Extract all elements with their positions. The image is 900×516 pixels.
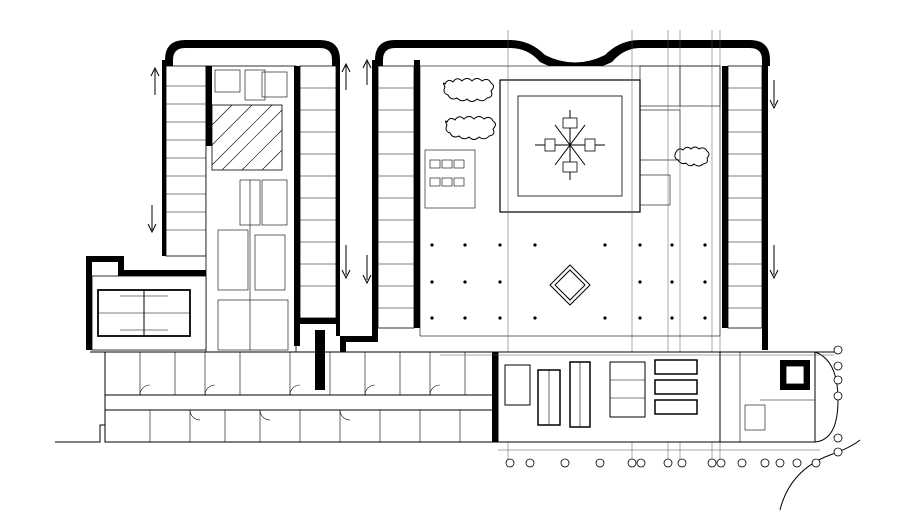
parking-stalls-left (165, 65, 207, 257)
grid-markers-right (833, 345, 843, 457)
atrium (499, 79, 641, 213)
ramp-arrow-icon (362, 58, 372, 285)
grid-leader-lines (440, 354, 834, 451)
hatched-area (211, 104, 283, 171)
east-block (719, 351, 861, 511)
podium-block (55, 330, 840, 443)
ramp-arrow-icon (147, 66, 160, 234)
central-hall (419, 30, 770, 460)
center-parking-wing (340, 40, 420, 352)
parking-stalls-mid-left (299, 65, 337, 319)
tennis-court (97, 289, 191, 337)
equipment-detail (548, 362, 645, 427)
podium-rooms (139, 352, 466, 442)
left-parking-wing (147, 40, 351, 357)
ramp-arrow-icon (341, 62, 351, 280)
grid-markers-bottom (505, 458, 821, 468)
door-swings (139, 384, 441, 421)
core-rooms-left (214, 69, 289, 351)
road-curve (779, 439, 861, 511)
revision-cloud (443, 78, 710, 167)
court-annex (86, 256, 207, 351)
structural-columns (430, 243, 707, 320)
skylight-diamond (549, 264, 591, 306)
mechanical-zone (497, 351, 721, 443)
right-parking-wing (722, 60, 779, 350)
ramp-arrow-icon (769, 80, 779, 280)
